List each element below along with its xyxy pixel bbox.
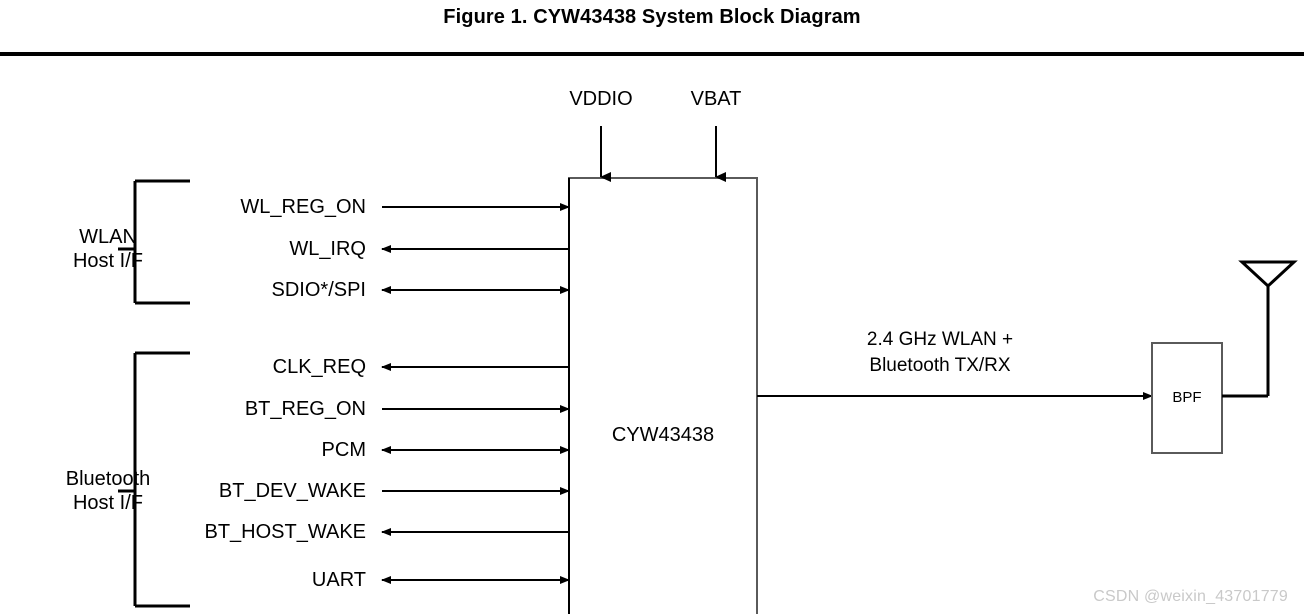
signal-label-sdio-spi: SDIO*/SPI: [271, 279, 366, 301]
interface-label-bluetooth-line2: Host I/F: [72, 492, 144, 514]
signal-label-uart: UART: [311, 569, 366, 591]
chip-label: CYW43438: [611, 424, 715, 446]
signal-label-clk-req: CLK_REQ: [272, 356, 366, 378]
interface-label-wlan-line1: WLAN: [79, 226, 137, 248]
header-divider: [0, 52, 1304, 56]
power-rail-label-vbat: VBAT: [690, 88, 742, 110]
interface-label-bluetooth-line1: Bluetooth: [65, 468, 151, 490]
signal-label-bt-dev-wake: BT_DEV_WAKE: [218, 480, 366, 502]
bpf-box: [1151, 342, 1223, 454]
signal-label-pcm: PCM: [321, 439, 366, 461]
signal-label-wl-irq: WL_IRQ: [289, 238, 366, 260]
signal-label-wl-reg-on: WL_REG_ON: [240, 196, 366, 218]
signal-label-bt-host-wake: BT_HOST_WAKE: [204, 521, 366, 543]
interface-label-wlan-line2: Host I/F: [72, 250, 144, 272]
power-rail-label-vddio: VDDIO: [569, 88, 633, 110]
rf-path-label-line1: 2.4 GHz WLAN +: [866, 329, 1014, 350]
chip-box: [568, 177, 758, 614]
page-title: Figure 1. CYW43438 System Block Diagram: [443, 6, 861, 28]
signal-label-bt-reg-on: BT_REG_ON: [244, 398, 366, 420]
rf-path-label-line2: Bluetooth TX/RX: [869, 355, 1011, 376]
rf-path-label: 2.4 GHz WLAN + Bluetooth TX/RX: [867, 327, 1013, 379]
antenna-icon: [1238, 260, 1298, 289]
watermark: CSDN @weixin_43701779: [1093, 588, 1288, 605]
bpf-label: BPF: [1172, 389, 1202, 406]
